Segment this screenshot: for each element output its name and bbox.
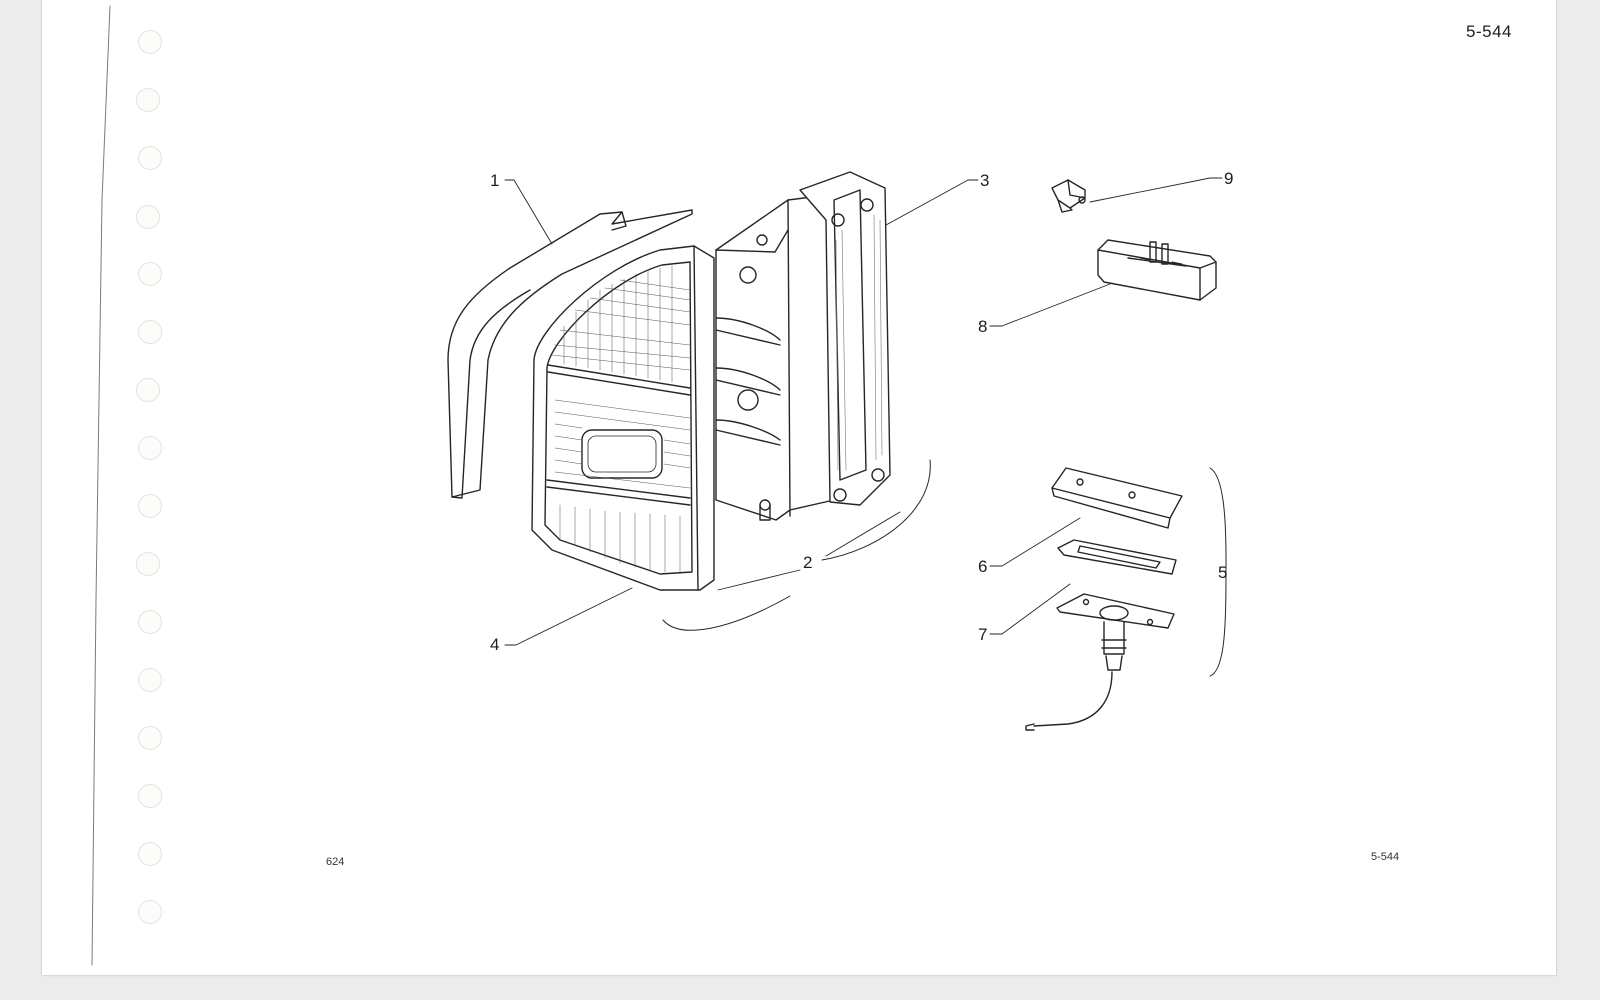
part-4-lens: [531, 245, 715, 591]
callout-1: 1: [490, 171, 499, 190]
binder-hole: [138, 726, 162, 750]
part-2-housing: [715, 195, 835, 521]
part-6-cover: [1051, 467, 1183, 529]
bracket-part-5: [1209, 467, 1227, 677]
part-8-lamp-body: [1097, 239, 1217, 301]
binder-hole: [138, 784, 162, 808]
binder-hole: [138, 494, 162, 518]
callout-2: 2: [803, 553, 812, 572]
binder-hole: [138, 900, 162, 924]
part-1-trim-strip: [447, 209, 693, 499]
binder-hole: [136, 88, 160, 112]
page-number-top: 5-544: [1466, 22, 1512, 41]
footer-right-number: 5-544: [1371, 851, 1400, 863]
leader-lines: [504, 177, 1223, 646]
footer-left-number: 624: [326, 856, 345, 868]
lens-texture: [551, 265, 691, 573]
callout-3: 3: [980, 171, 989, 190]
callout-8: 8: [978, 317, 987, 336]
binder-hole: [138, 262, 162, 286]
binder-hole: [136, 205, 160, 229]
binder-hole: [138, 436, 162, 460]
binder-hole: [138, 668, 162, 692]
binder-hole: [138, 146, 162, 170]
callout-4: 4: [490, 635, 499, 654]
binder-hole: [138, 610, 162, 634]
callout-9: 9: [1224, 169, 1233, 188]
callout-7: 7: [978, 625, 987, 644]
binder-hole: [138, 842, 162, 866]
part-7-gasket-frame: [1057, 539, 1177, 575]
part-5-base-plate: [1025, 593, 1175, 731]
callout-6: 6: [978, 557, 987, 576]
binder-hole: [138, 30, 162, 54]
gasket-texture: [835, 214, 883, 471]
binding-crease: [91, 5, 111, 966]
bracket-part-2-lower: [662, 595, 791, 631]
part-9-clip: [1051, 179, 1086, 213]
callout-5: 5: [1218, 563, 1227, 582]
binder-hole: [138, 320, 162, 344]
binder-hole: [136, 552, 160, 576]
binder-hole: [136, 378, 160, 402]
part-3-gasket: [799, 171, 891, 506]
bracket-part-2-upper: [821, 459, 931, 561]
brackets: [662, 459, 1227, 677]
callout-labels: 1 2 3 4 5 6 7 8 9: [490, 169, 1233, 654]
